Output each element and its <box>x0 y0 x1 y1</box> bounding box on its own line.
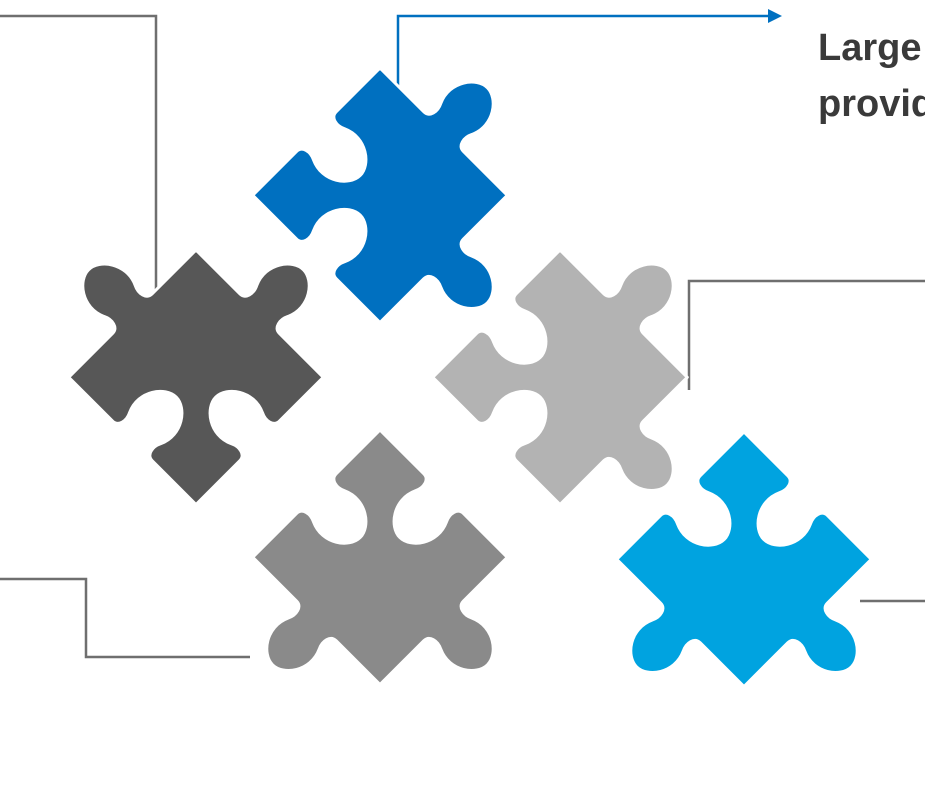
connector-line-top-blue <box>396 14 770 90</box>
connector-line-right <box>687 279 925 390</box>
connector-lines <box>0 9 925 659</box>
callout-line-1: Large <box>818 27 922 69</box>
arrow-head-icon <box>768 9 782 23</box>
callout-line-2: provid <box>818 83 925 125</box>
puzzle-piece-light-blue <box>571 430 917 776</box>
callout-text-top-right: Large provid <box>818 20 925 132</box>
puzzle-piece-medium-gray <box>207 428 553 774</box>
connector-line-top-left <box>0 14 158 292</box>
connector-line-bottom-left <box>0 577 250 659</box>
